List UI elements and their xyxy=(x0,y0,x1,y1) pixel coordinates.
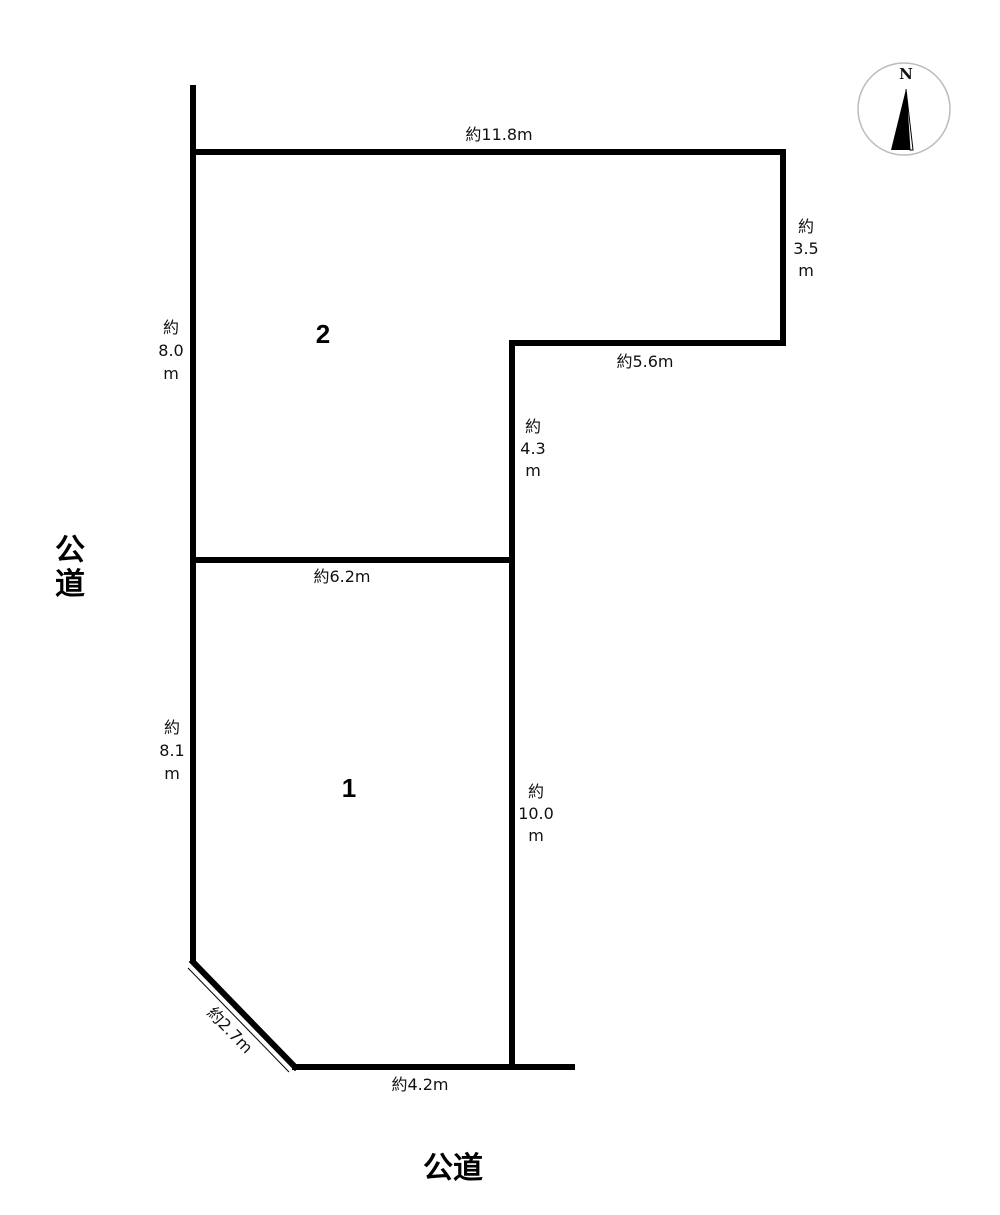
svg-text:約: 約 xyxy=(528,782,544,801)
compass-north-label: N xyxy=(899,65,913,83)
svg-text:約: 約 xyxy=(525,417,541,436)
svg-text:4.3: 4.3 xyxy=(520,439,545,458)
svg-text:m: m xyxy=(528,826,544,845)
svg-text:10.0: 10.0 xyxy=(518,804,554,823)
dim-divider: 約6.2m xyxy=(313,567,370,586)
boundary-lines xyxy=(188,85,786,1072)
corner-cut-line xyxy=(188,957,300,1072)
north-arrow-icon xyxy=(891,89,910,150)
dim-left-upper: 約 8.0 m xyxy=(158,318,183,383)
svg-text:m: m xyxy=(525,461,541,480)
dim-inner-vertical-upper: 約 4.3 m xyxy=(520,417,545,480)
svg-text:8.0: 8.0 xyxy=(158,341,183,360)
dim-top: 約11.8m xyxy=(465,125,532,144)
dim-bottom: 約4.2m xyxy=(391,1075,448,1094)
road-west-label: 公 道 xyxy=(55,533,85,602)
svg-text:8.1: 8.1 xyxy=(159,741,184,760)
svg-text:m: m xyxy=(163,364,179,383)
dim-left-lower: 約 8.1 m xyxy=(159,718,184,783)
svg-text:約: 約 xyxy=(164,718,180,737)
dim-right-short: 約 3.5 m xyxy=(793,217,818,280)
svg-text:m: m xyxy=(798,261,814,280)
dim-right-lower: 約 10.0 m xyxy=(518,782,554,845)
svg-text:m: m xyxy=(164,764,180,783)
svg-text:約: 約 xyxy=(163,318,179,337)
road-south-label: 公道 xyxy=(423,1151,483,1186)
lot-1-label: 1 xyxy=(342,773,356,803)
compass: N xyxy=(857,62,951,156)
svg-text:3.5: 3.5 xyxy=(793,239,818,258)
compass-circle-icon xyxy=(857,62,951,156)
lot-2-label: 2 xyxy=(316,319,330,349)
dim-inner-horizontal: 約5.6m xyxy=(616,352,673,371)
north-arrow-outline-icon xyxy=(905,88,914,151)
diagonal-dimension-line xyxy=(187,967,290,1073)
svg-text:道: 道 xyxy=(55,567,85,602)
svg-text:約: 約 xyxy=(798,217,814,236)
svg-text:公: 公 xyxy=(55,533,85,568)
